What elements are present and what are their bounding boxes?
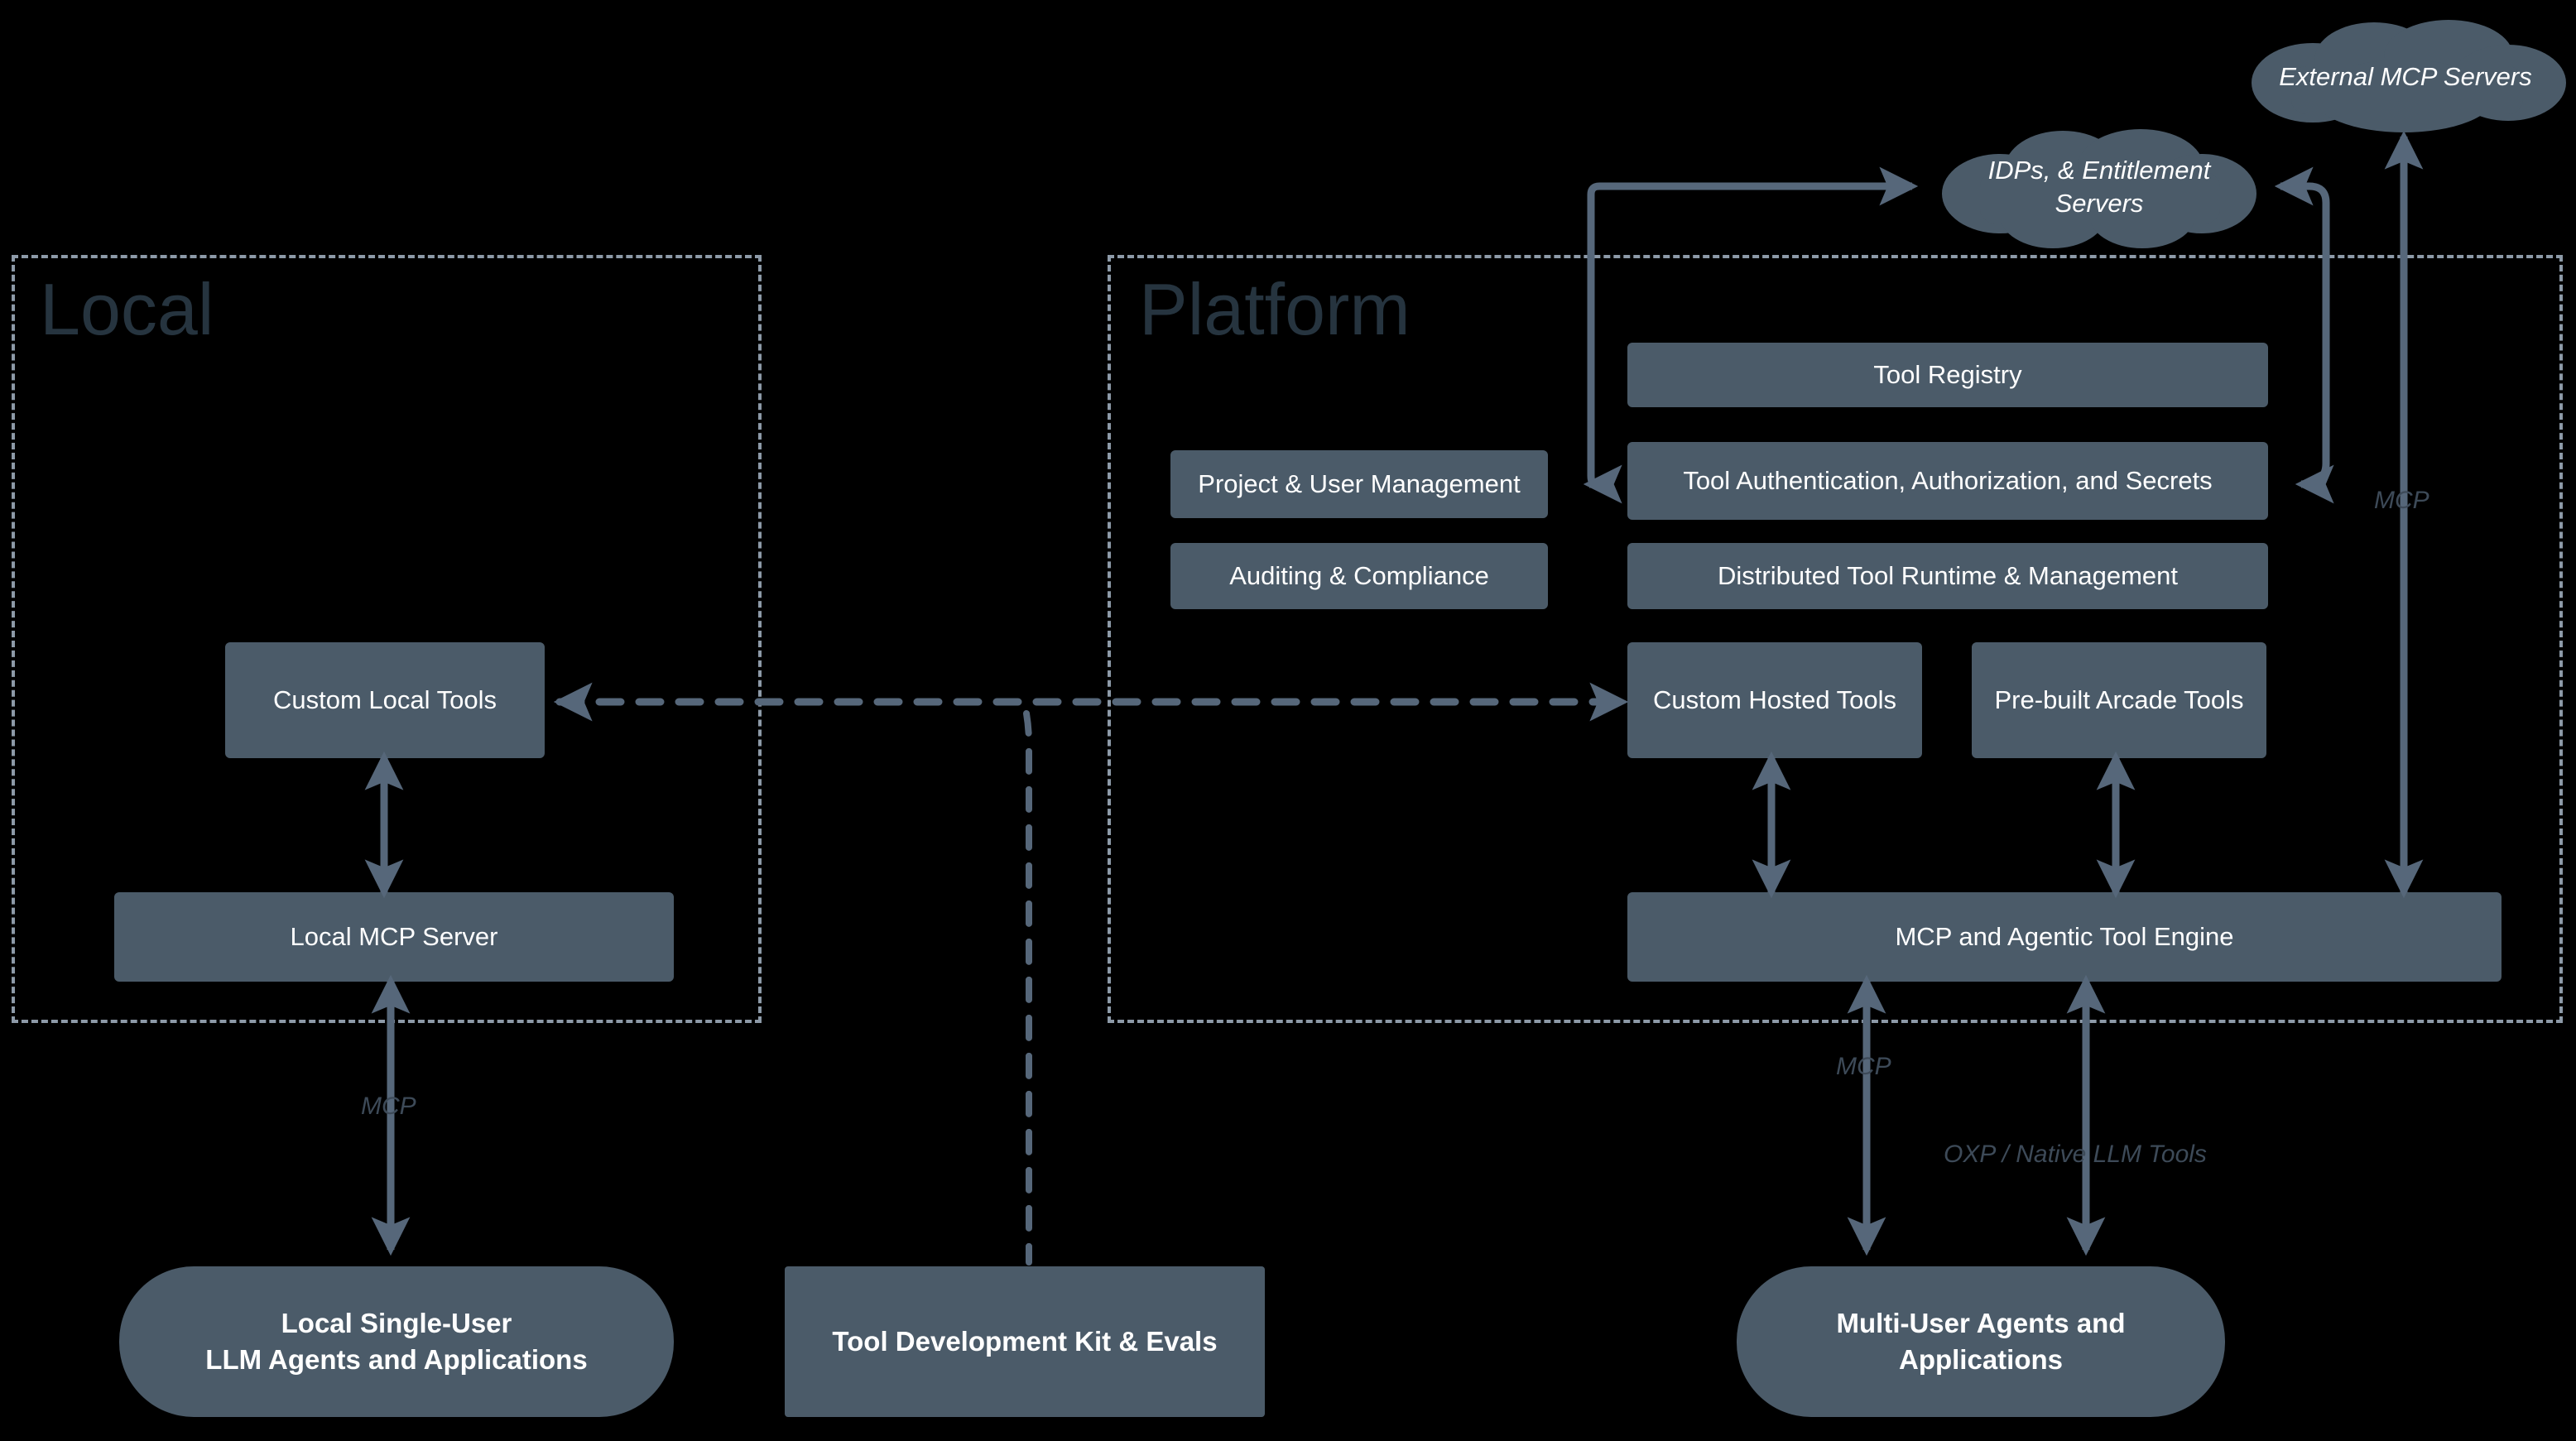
cloud-shape-icon: [2252, 20, 2566, 132]
box-custom-local-tools[interactable]: Custom Local Tools: [225, 642, 545, 758]
box-tool-development-kit-evals[interactable]: Tool Development Kit & Evals: [785, 1266, 1265, 1417]
box-prebuilt-arcade-tools[interactable]: Pre-built Arcade Tools: [1972, 642, 2266, 758]
box-tool-registry[interactable]: Tool Registry: [1627, 343, 2268, 407]
local-agents-line1: Local Single-User: [281, 1308, 512, 1339]
edge-label-oxp-native-llm-tools: OXP / Native LLM Tools: [1944, 1141, 2207, 1168]
cloud-idps-entitlement-servers: IDPs, & Entitlement Servers: [1937, 122, 2261, 252]
cloud-external-mcp-servers: External MCP Servers: [2242, 18, 2569, 136]
edge-label-mcp-external: MCP: [2374, 487, 2429, 514]
box-tool-authentication-authorization-secrets[interactable]: Tool Authentication, Authorization, and …: [1627, 442, 2268, 520]
zone-title-platform: Platform: [1139, 268, 1411, 350]
wire-dev-kit-branch: [1023, 710, 1032, 1266]
box-mcp-agentic-tool-engine[interactable]: MCP and Agentic Tool Engine: [1627, 892, 2502, 982]
box-distributed-tool-runtime-management[interactable]: Distributed Tool Runtime & Management: [1627, 543, 2268, 609]
cloud-label-idps-line1: IDPs, & Entitlement: [1987, 155, 2211, 185]
edge-label-mcp-platform: MCP: [1836, 1053, 1891, 1080]
cloud-label-idps-line2: Servers: [2055, 189, 2144, 218]
box-auditing-compliance[interactable]: Auditing & Compliance: [1170, 543, 1548, 609]
box-custom-hosted-tools[interactable]: Custom Hosted Tools: [1627, 642, 1922, 758]
local-agents-line2: LLM Agents and Applications: [205, 1344, 588, 1375]
multi-user-line1: Multi-User Agents and: [1836, 1308, 2126, 1339]
multi-user-line2: Applications: [1898, 1344, 2064, 1375]
edge-label-mcp-local: MCP: [361, 1093, 416, 1120]
zone-title-local: Local: [40, 268, 214, 350]
box-project-user-management[interactable]: Project & User Management: [1170, 450, 1548, 518]
box-local-mcp-server[interactable]: Local MCP Server: [114, 892, 674, 982]
cloud-label-external-mcp: External MCP Servers: [2279, 61, 2532, 91]
box-local-single-user-llm-agents[interactable]: Local Single-User LLM Agents and Applica…: [119, 1266, 674, 1417]
box-multi-user-agents-applications[interactable]: Multi-User Agents and Applications: [1737, 1266, 2225, 1417]
cloud-shape-icon: [1942, 129, 2256, 248]
